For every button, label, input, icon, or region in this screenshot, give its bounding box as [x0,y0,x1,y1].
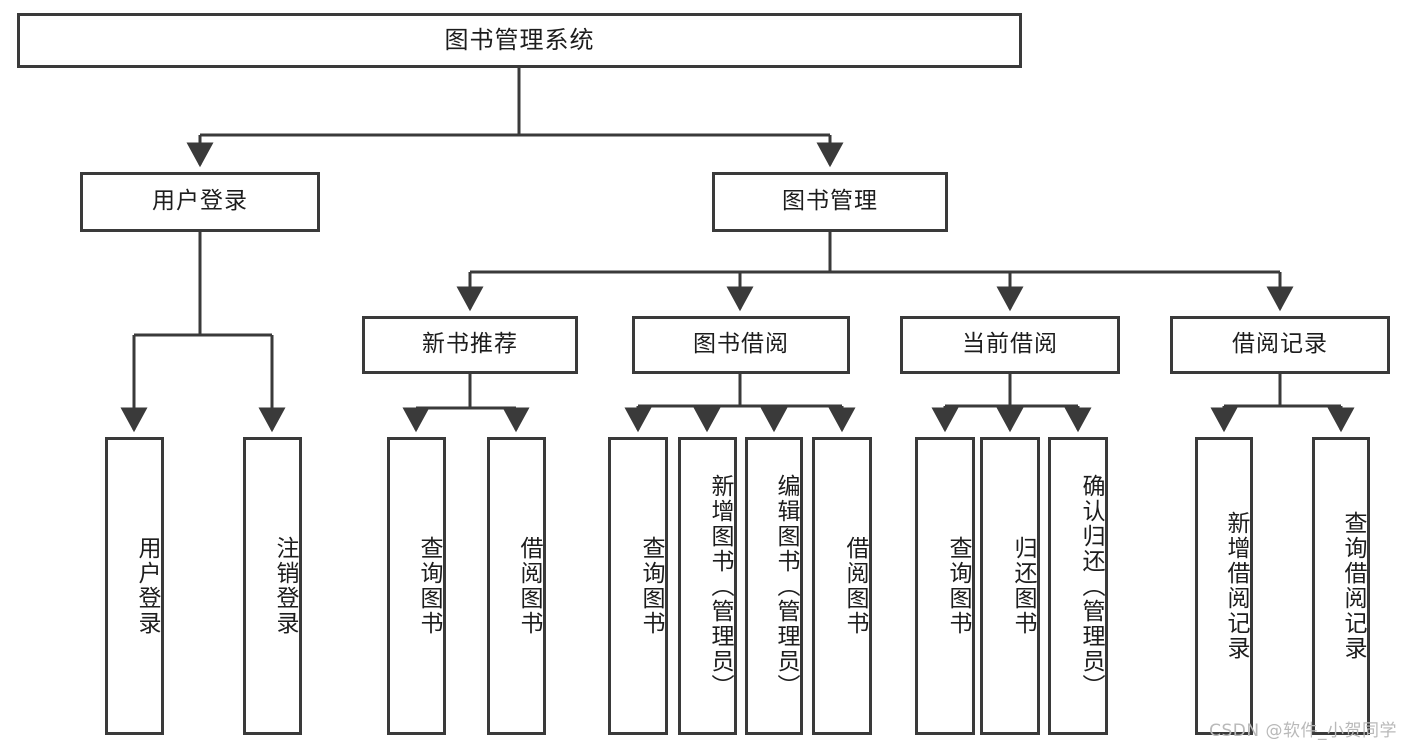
leaf-borrow-book-borrow[interactable]: 借阅图书 [812,437,872,735]
leaf-user-login[interactable]: 用户登录 [105,437,164,735]
leaf-add-borrow-record[interactable]: 新增借阅记录 [1195,437,1253,735]
leaf-add-book-admin[interactable]: 新增图书（管理员） [678,437,737,735]
leaf-borrow-book-newbook[interactable]: 借阅图书 [487,437,546,735]
leaf-confirm-return-admin[interactable]: 确认归还（管理员） [1048,437,1108,735]
leaf-query-book-current[interactable]: 查询图书 [915,437,975,735]
leaf-edit-book-admin[interactable]: 编辑图书（管理员） [745,437,803,735]
leaf-query-book-borrow[interactable]: 查询图书 [608,437,668,735]
leaf-query-book-newbook[interactable]: 查询图书 [387,437,446,735]
leaf-logout[interactable]: 注销登录 [243,437,302,735]
node-user-login[interactable]: 用户登录 [80,172,320,232]
node-borrow-record[interactable]: 借阅记录 [1170,316,1390,374]
node-new-book-recommend[interactable]: 新书推荐 [362,316,578,374]
node-root[interactable]: 图书管理系统 [17,13,1022,68]
node-book-management[interactable]: 图书管理 [712,172,948,232]
csdn-watermark: CSDN @软件_小贺同学 [1209,721,1397,741]
leaf-query-borrow-record[interactable]: 查询借阅记录 [1312,437,1370,735]
node-book-borrow[interactable]: 图书借阅 [632,316,850,374]
node-current-borrow[interactable]: 当前借阅 [900,316,1120,374]
leaf-return-book[interactable]: 归还图书 [980,437,1040,735]
